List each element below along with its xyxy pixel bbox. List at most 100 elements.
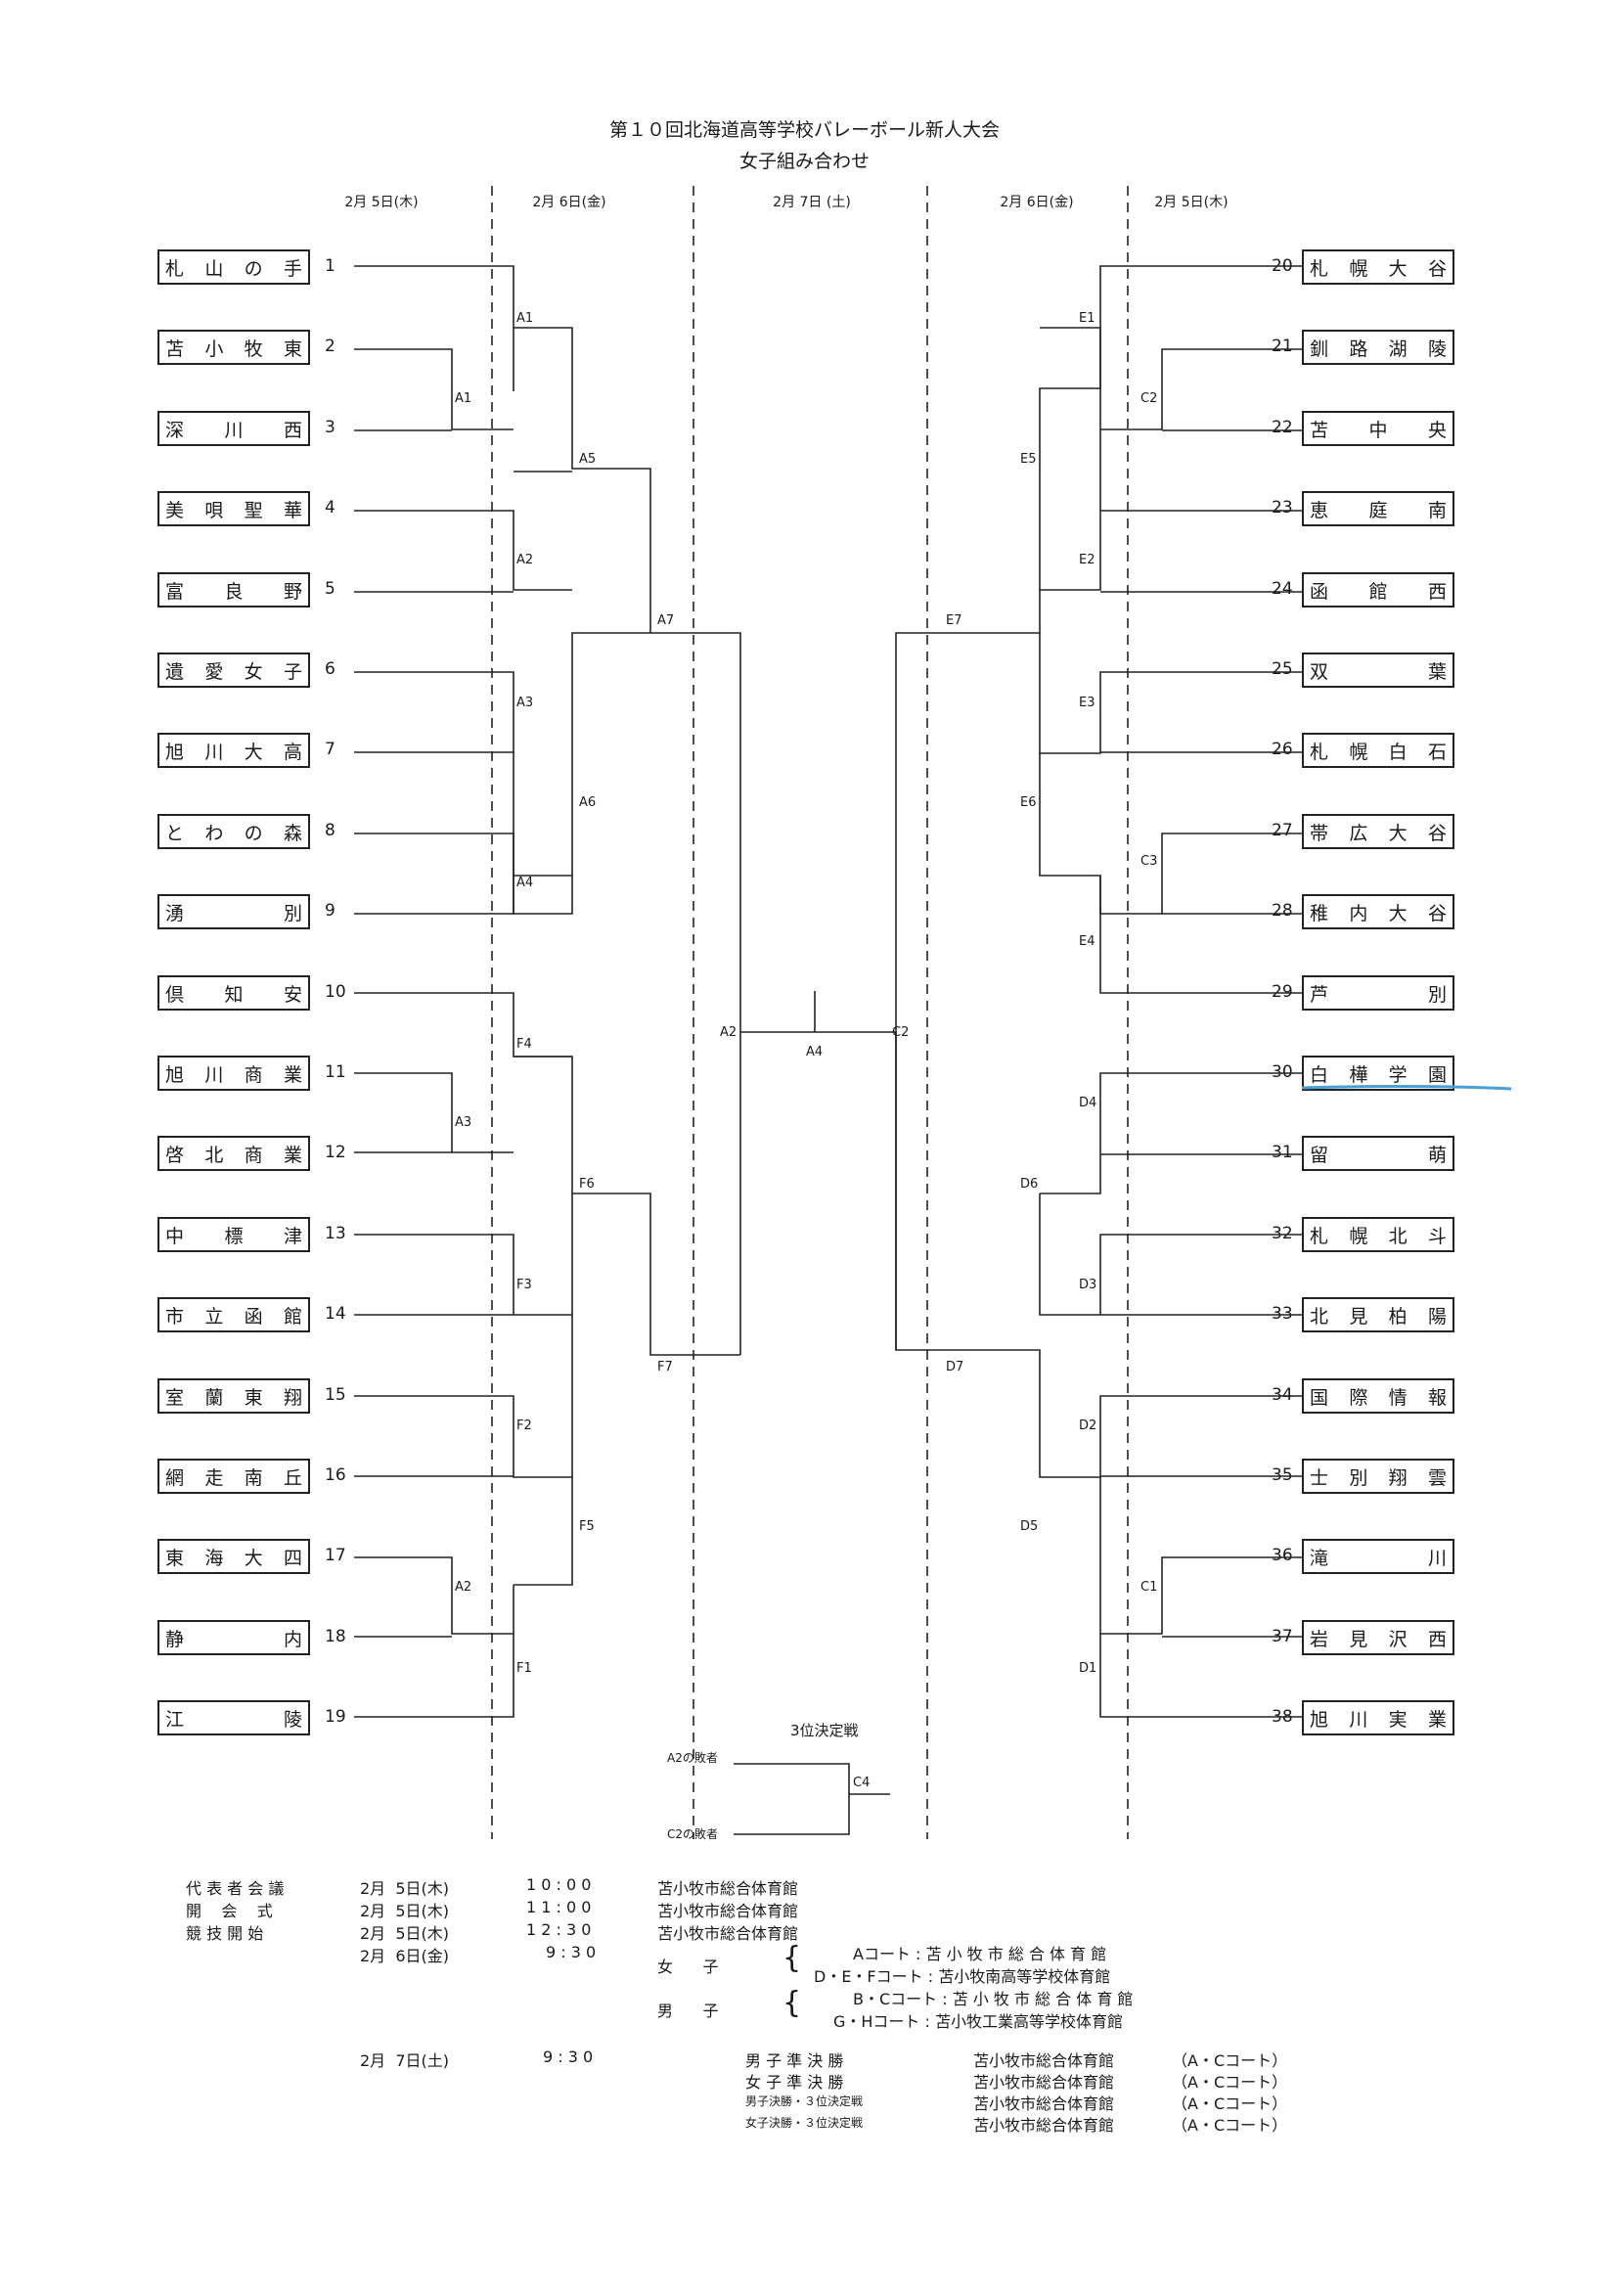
schedule-date: 2月 6日(金)	[360, 1947, 450, 1965]
team-seed: 30	[1272, 1062, 1293, 1082]
final-event: 男子決勝・３位決定戦	[745, 2094, 864, 2108]
match-label: C3	[1140, 854, 1158, 869]
men-label: 男 子	[657, 2002, 719, 2020]
team-box: 函館西	[1302, 572, 1454, 608]
tournament-title: 第１０回北海道高等学校バレーボール新人大会	[608, 119, 1000, 141]
team-box: 室蘭東翔	[157, 1378, 310, 1414]
team-seed: 7	[325, 740, 335, 759]
team-box: 江陵	[157, 1700, 310, 1735]
team-box: 帯広大谷	[1302, 814, 1454, 849]
schedule-event: 代 表 者 会 議	[186, 1879, 285, 1898]
third-place-bottom: C2の敗者	[667, 1827, 719, 1841]
team-box: 深川西	[157, 411, 310, 446]
team-box: 国際情報	[1302, 1378, 1454, 1414]
match-label: F2	[516, 1418, 532, 1433]
team-box: 札幌白石	[1302, 733, 1454, 768]
match-label-semifinal: A2	[720, 1025, 737, 1040]
match-label: E5	[1020, 452, 1037, 467]
team-box: 札幌大谷	[1302, 249, 1454, 285]
team-box: 札山の手	[157, 249, 310, 285]
match-label: F3	[516, 1278, 532, 1292]
match-label: F5	[579, 1519, 595, 1534]
team-seed: 24	[1272, 579, 1293, 599]
day-header-1: 2月 5日(木)	[344, 195, 419, 210]
team-seed: 29	[1272, 982, 1293, 1002]
match-label: E3	[1079, 696, 1095, 710]
team-box: 中標津	[157, 1217, 310, 1252]
team-seed: 13	[325, 1224, 346, 1243]
final-venue: 苫小牧市総合体育館	[973, 2051, 1115, 2070]
third-place-title: 3位決定戦	[790, 1722, 859, 1739]
third-place-court: C4	[853, 1776, 871, 1790]
team-seed: 4	[325, 498, 335, 518]
court-line: D・E・Fコート : 苫小牧南高等学校体育館	[814, 1967, 1111, 1986]
match-label: D4	[1079, 1096, 1097, 1110]
final-event: 女 子 準 決 勝	[745, 2073, 844, 2092]
match-label: A2	[455, 1580, 472, 1595]
match-label: A3	[455, 1115, 472, 1130]
team-box: 北見柏陽	[1302, 1297, 1454, 1332]
court-line: B・Cコート : 苫 小 牧 市 総 合 体 育 館	[853, 1990, 1134, 2008]
schedule-time: 1 2 : 3 0	[526, 1920, 592, 1939]
day-header-5: 2月 5日(木)	[1154, 195, 1229, 210]
team-seed: 22	[1272, 418, 1293, 437]
team-box: 旭川実業	[1302, 1700, 1454, 1735]
match-label: D5	[1020, 1519, 1039, 1534]
team-box: 啓北商業	[157, 1136, 310, 1171]
final-event: 男 子 準 決 勝	[745, 2051, 844, 2070]
highlight-underline	[1301, 1085, 1512, 1091]
team-box: とわの森	[157, 814, 310, 849]
team-box: 東海大四	[157, 1539, 310, 1574]
schedule-time: 1 0 : 0 0	[526, 1875, 592, 1894]
schedule-date: 2月 5日(木)	[360, 1879, 450, 1898]
team-box: 釧路湖陵	[1302, 330, 1454, 365]
team-box: 留萌	[1302, 1136, 1454, 1171]
team-seed: 12	[325, 1143, 346, 1162]
match-label: A7	[657, 613, 675, 628]
match-label: D6	[1020, 1177, 1039, 1192]
team-seed: 17	[325, 1546, 346, 1565]
team-seed: 16	[325, 1465, 346, 1485]
team-seed: 31	[1272, 1143, 1293, 1162]
schedule-venue: 苫小牧市総合体育館	[657, 1879, 799, 1898]
bracket-subtitle: 女子組み合わせ	[738, 151, 870, 172]
match-label: E1	[1079, 311, 1095, 326]
match-label: A4	[516, 876, 534, 890]
team-seed: 14	[325, 1304, 346, 1324]
match-label: F4	[516, 1037, 532, 1052]
team-box: 士別翔雲	[1302, 1459, 1454, 1494]
team-seed: 36	[1272, 1546, 1293, 1565]
match-label: C1	[1140, 1580, 1158, 1595]
brace-women: {	[782, 1941, 802, 1975]
team-seed: 11	[325, 1062, 346, 1082]
match-label: E6	[1020, 795, 1037, 810]
team-seed: 21	[1272, 337, 1293, 356]
match-label: F7	[657, 1360, 673, 1374]
match-label: A2	[516, 553, 534, 567]
team-seed: 3	[325, 418, 335, 437]
team-seed: 27	[1272, 821, 1293, 840]
schedule-venue: 苫小牧市総合体育館	[657, 1902, 799, 1920]
team-seed: 28	[1272, 901, 1293, 921]
team-box: 旭川商業	[157, 1056, 310, 1091]
day-header-4: 2月 6日(金)	[1000, 195, 1074, 210]
match-label-semifinal: C2	[892, 1025, 910, 1040]
brace-men: {	[782, 1986, 802, 2020]
match-label: D2	[1079, 1418, 1097, 1433]
team-box: 双葉	[1302, 653, 1454, 688]
team-seed: 34	[1272, 1385, 1293, 1405]
team-box: 芦別	[1302, 975, 1454, 1011]
team-box: 岩見沢西	[1302, 1620, 1454, 1655]
match-label: A1	[516, 311, 534, 326]
match-label: A5	[579, 452, 597, 467]
court-line: Aコート : 苫 小 牧 市 総 合 体 育 館	[853, 1945, 1107, 1963]
match-label: A6	[579, 795, 597, 810]
team-box: 美唄聖華	[157, 491, 310, 526]
team-seed: 2	[325, 337, 335, 356]
team-box: 静内	[157, 1620, 310, 1655]
final-court: （A・Cコート）	[1172, 2094, 1288, 2113]
team-seed: 8	[325, 821, 335, 840]
team-box: 旭川大高	[157, 733, 310, 768]
team-seed: 9	[325, 901, 335, 921]
